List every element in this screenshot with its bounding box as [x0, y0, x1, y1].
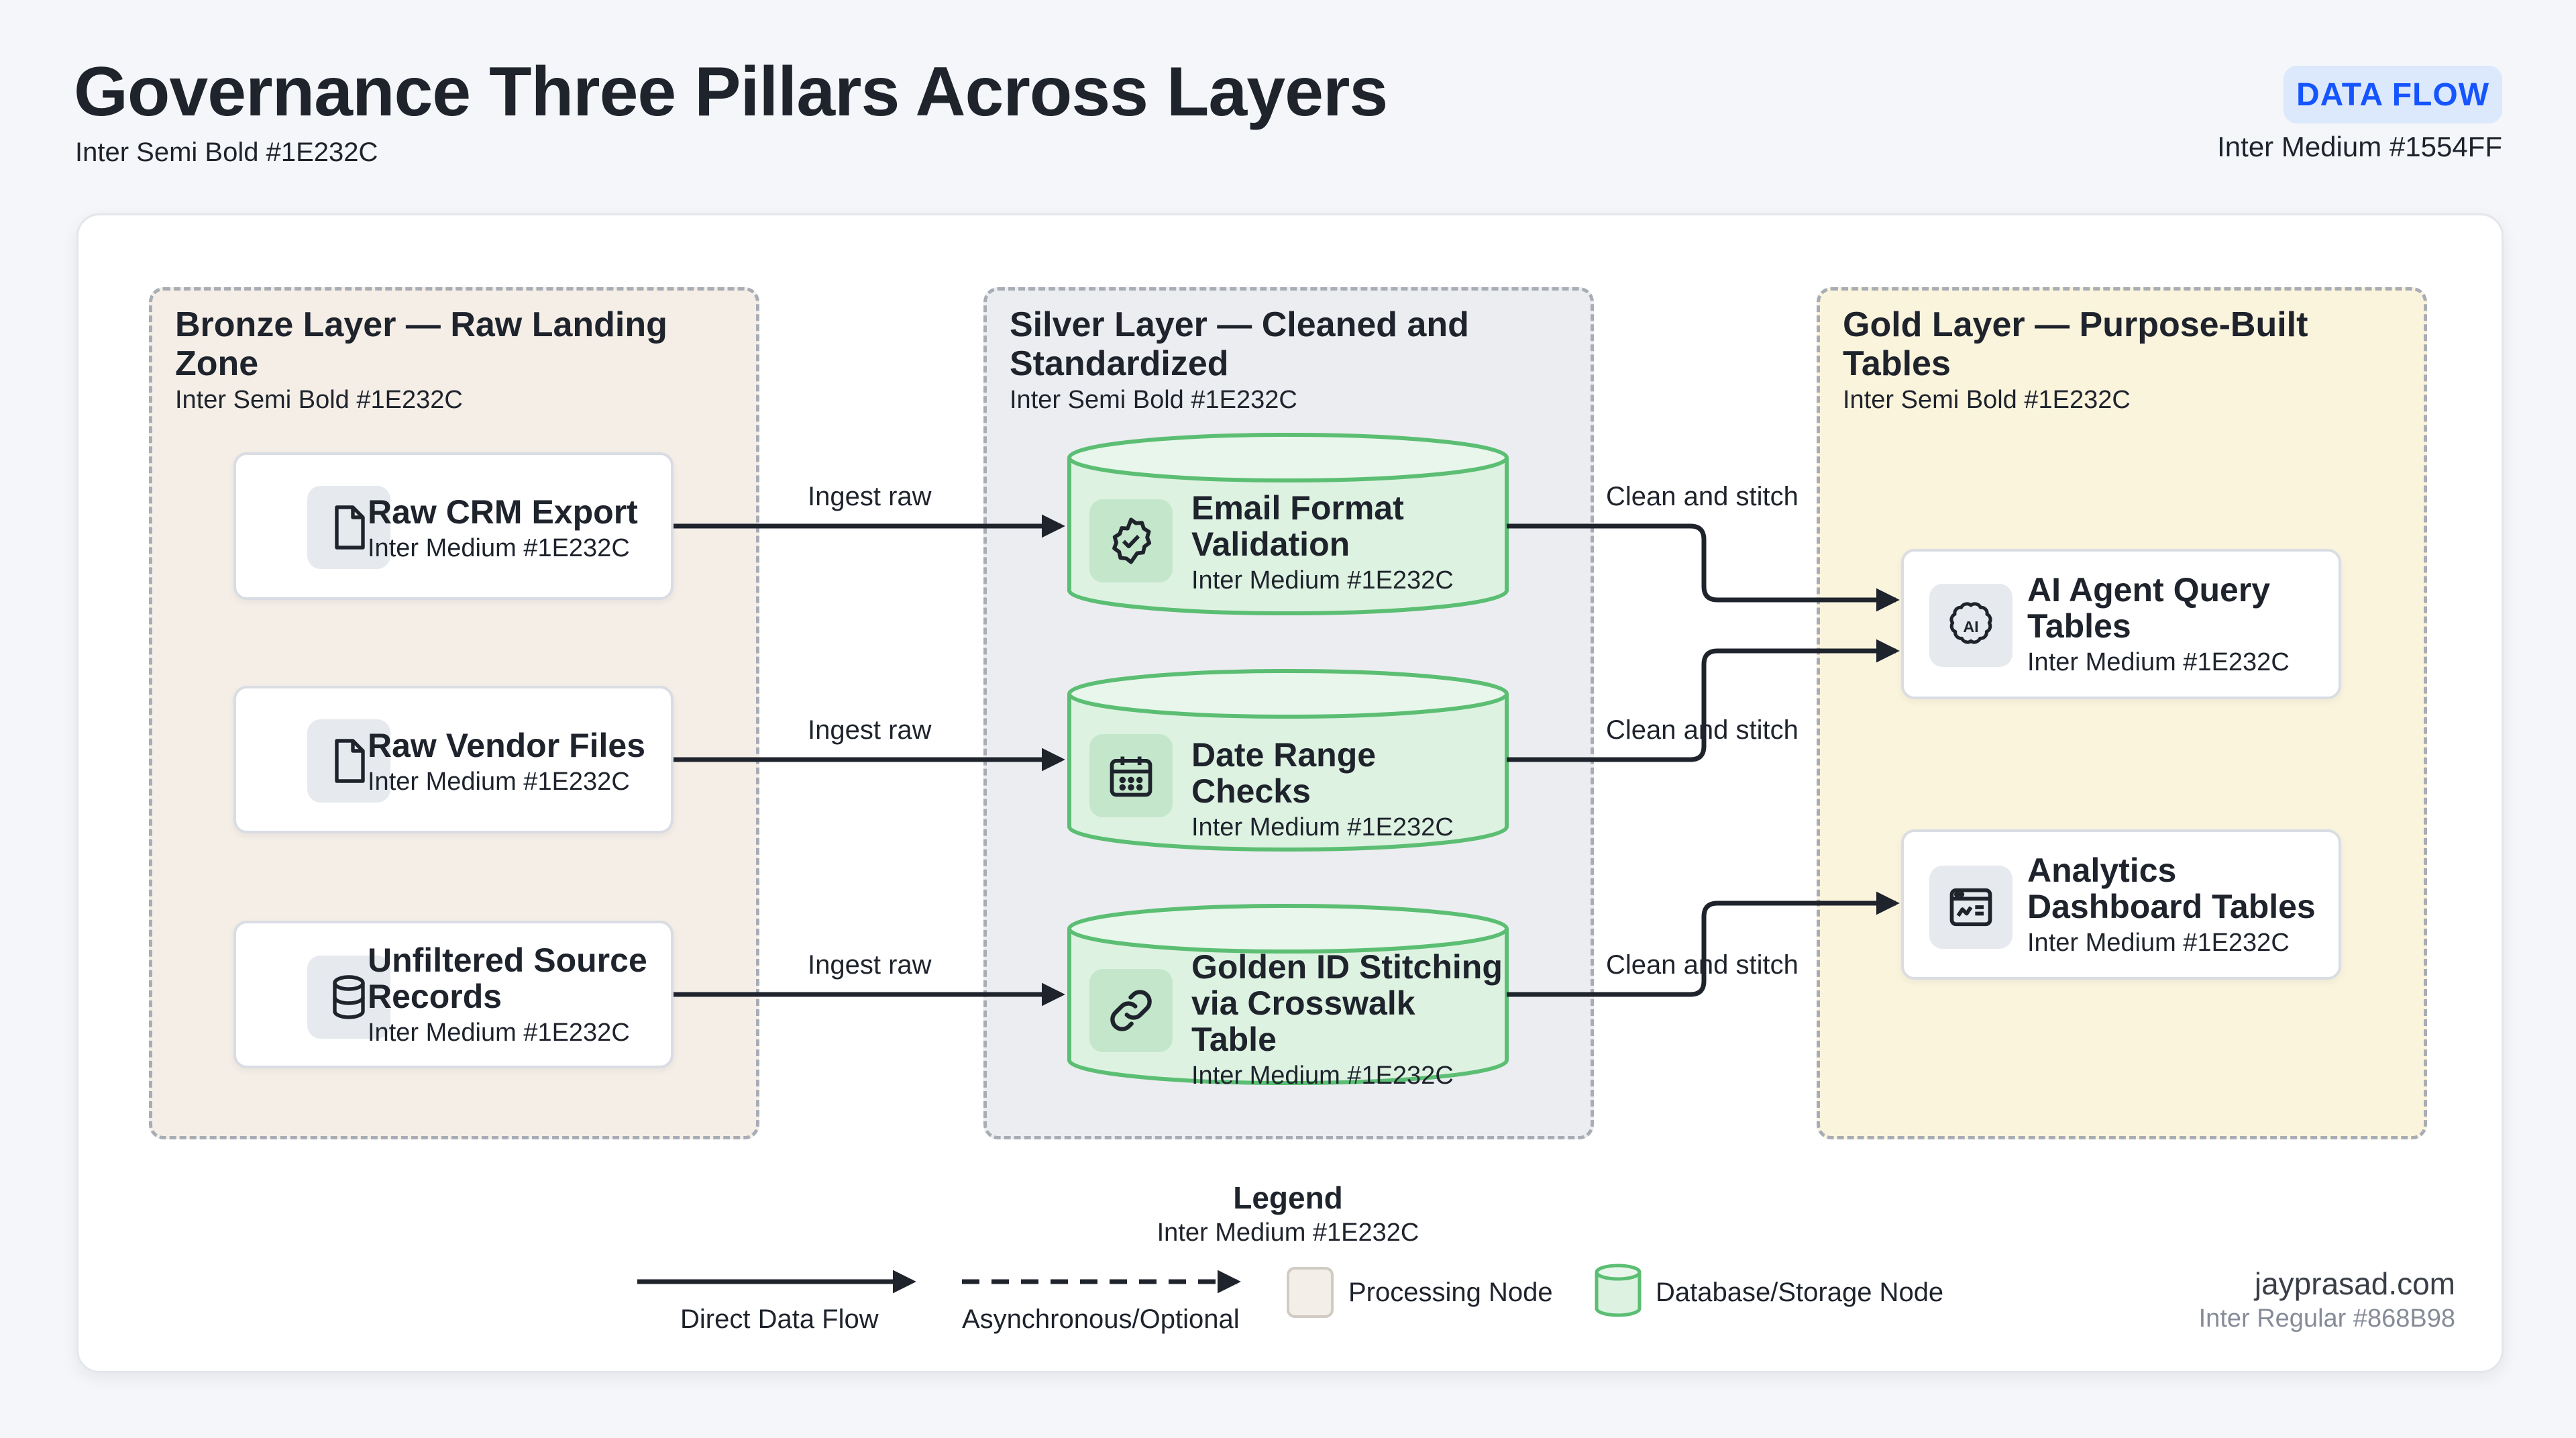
database-icon: [307, 956, 390, 1039]
page-title: Governance Three Pillars Across Layers: [74, 53, 1388, 131]
node-title: Date Range Checks: [1191, 736, 1377, 810]
node-caption: Inter Medium #1E232C: [2027, 929, 2290, 957]
edge-label-ingest: Ingest raw: [808, 482, 932, 511]
node-title: Analytics Dashboard Tables: [2027, 852, 2316, 925]
edge-label-ingest: Ingest raw: [808, 950, 932, 980]
page-subtitle: Inter Semi Bold #1E232C: [75, 138, 378, 167]
calendar-icon: [1089, 734, 1173, 817]
node-caption: Inter Medium #1E232C: [2027, 648, 2290, 676]
node-caption: Inter Medium #1E232C: [1191, 566, 1454, 595]
file-icon: [307, 486, 390, 569]
gold-zone-caption: Inter Semi Bold #1E232C: [1843, 386, 2131, 415]
legend-database-label: Database/Storage Node: [1656, 1278, 1944, 1307]
dashboard-icon: [1929, 866, 2012, 949]
data-flow-badge: DATA FLOW: [2284, 66, 2502, 123]
legend-title: Legend: [1233, 1180, 1343, 1215]
connectors: [674, 514, 1900, 1007]
node-title: AI Agent Query Tables: [2027, 571, 2271, 645]
edge-email-to-ai: [1507, 523, 1900, 612]
file-icon: [307, 719, 390, 803]
silver-cylinders: [1067, 433, 1509, 1085]
badge-check-icon: [1089, 499, 1173, 582]
edge-golden-to-dashboard: [1507, 891, 1900, 997]
brand-caption: Inter Regular #868B98: [2198, 1304, 2455, 1333]
gold-zone: Gold Layer — Purpose-Built Tables Inter …: [1817, 287, 2427, 1139]
edge-date-to-ai: [1507, 639, 1900, 762]
node-ai-agent-query-tables[interactable]: AI AI Agent Query Tables Inter Medium #1…: [1901, 549, 2341, 699]
node-caption: Inter Medium #1E232C: [1191, 813, 1454, 841]
svg-text:AI: AI: [1963, 618, 1978, 635]
legend-processing-swatch: [1287, 1267, 1334, 1318]
silver-zone-title: Silver Layer — Cleaned and Standardized: [1010, 305, 1469, 384]
link-icon: [1089, 969, 1173, 1052]
node-raw-crm-export[interactable]: Raw CRM Export Inter Medium #1E232C: [233, 452, 674, 600]
edge-label-ingest: Ingest raw: [808, 715, 932, 745]
edge-label-clean: Clean and stitch: [1606, 715, 1799, 745]
edge-label-clean: Clean and stitch: [1606, 482, 1799, 511]
node-caption: Inter Medium #1E232C: [1191, 1062, 1454, 1090]
cylinder-email-validation: [1067, 433, 1509, 615]
legend-direct-label: Direct Data Flow: [680, 1304, 879, 1334]
ai-brain-icon: AI: [1929, 584, 2012, 667]
node-caption: Inter Medium #1E232C: [368, 1019, 630, 1047]
legend-async-label: Asynchronous/Optional: [962, 1304, 1240, 1334]
node-title: Unfiltered Source Records: [368, 941, 647, 1015]
node-title: Email Format Validation: [1191, 489, 1404, 563]
legend-processing-label: Processing Node: [1348, 1278, 1553, 1307]
legend-graphics: [637, 1264, 1642, 1318]
gold-zone-title: Gold Layer — Purpose-Built Tables: [1843, 305, 2308, 384]
brand-name: jayprasad.com: [2254, 1266, 2455, 1301]
data-flow-badge-caption: Inter Medium #1554FF: [2217, 131, 2502, 162]
node-analytics-dashboard-tables[interactable]: Analytics Dashboard Tables Inter Medium …: [1901, 829, 2341, 980]
cylinder-golden-id: [1067, 904, 1509, 1085]
node-title: Raw CRM Export: [368, 493, 638, 531]
node-golden-id-stitching[interactable]: Golden ID Stitching via Crosswalk Table …: [1069, 949, 1507, 1090]
legend-caption: Inter Medium #1E232C: [1157, 1219, 1419, 1247]
node-email-format-validation[interactable]: Email Format Validation Inter Medium #1E…: [1069, 483, 1507, 611]
node-title: Raw Vendor Files: [368, 727, 646, 764]
node-unfiltered-source-records[interactable]: Unfiltered Source Records Inter Medium #…: [233, 921, 674, 1068]
node-date-range-checks[interactable]: Date Range Checks Inter Medium #1E232C: [1069, 718, 1507, 845]
edge-label-clean: Clean and stitch: [1606, 950, 1799, 980]
node-caption: Inter Medium #1E232C: [368, 768, 630, 796]
legend-database-swatch: [1595, 1264, 1642, 1317]
bronze-zone-caption: Inter Semi Bold #1E232C: [175, 386, 463, 415]
node-raw-vendor-files[interactable]: Raw Vendor Files Inter Medium #1E232C: [233, 686, 674, 833]
bronze-zone-title: Bronze Layer — Raw Landing Zone: [175, 305, 667, 384]
node-title: Golden ID Stitching via Crosswalk Table: [1191, 948, 1503, 1058]
silver-zone-caption: Inter Semi Bold #1E232C: [1010, 386, 1297, 415]
node-caption: Inter Medium #1E232C: [368, 534, 630, 562]
cylinder-date-range: [1067, 669, 1509, 852]
